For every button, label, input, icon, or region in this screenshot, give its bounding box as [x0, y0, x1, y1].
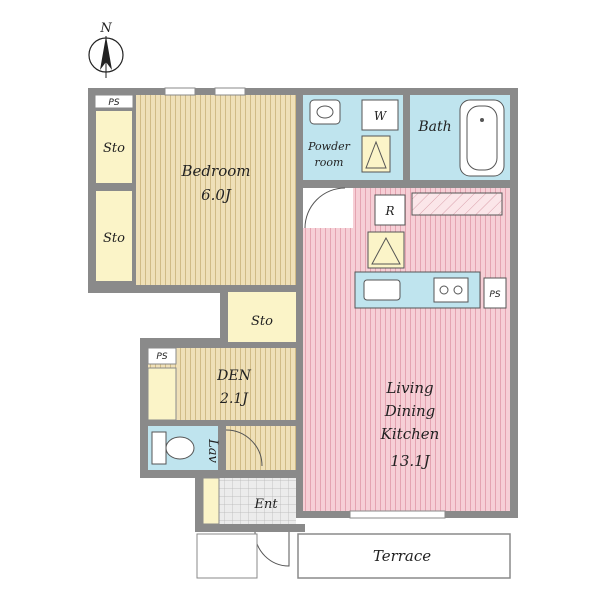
compass: N [88, 21, 124, 78]
den-label: DEN [216, 368, 251, 384]
hall-floor [226, 426, 296, 470]
ps-den-label: PS [156, 352, 167, 362]
ps-kitchen-label: PS [489, 290, 500, 300]
bathtub-drain-icon [480, 118, 484, 122]
bedroom-window-2 [214, 87, 246, 96]
refrigerator-space [374, 194, 406, 226]
ps-top-box [94, 94, 134, 109]
powder-storage-triangle-icon [365, 140, 387, 169]
entry-door-swing [254, 531, 290, 567]
ldk-label-1: Living [385, 379, 433, 397]
bedroom-size: 6.0J [201, 186, 232, 204]
closet-sto-3 [228, 292, 296, 342]
powder-room-label-1: Powder [307, 140, 351, 153]
sto-1-label: Sto [103, 141, 125, 156]
toilet-bowl-icon [165, 436, 195, 460]
bedroom-label: Bedroom [181, 162, 251, 180]
washer-label: W [374, 109, 388, 123]
kitchen-shelf [411, 192, 503, 216]
lav-door-swing [225, 429, 263, 467]
basin-bowl-icon [316, 105, 334, 119]
ldk-label-3: Kitchen [380, 425, 440, 443]
bedroom-window-1 [164, 87, 196, 96]
entry-porch [196, 533, 258, 579]
sto-3-label: Sto [251, 314, 273, 329]
burner-1-icon [439, 285, 449, 295]
ps-top-label: PS [108, 98, 119, 108]
ps-kitchen-box [483, 277, 507, 309]
ldk-floor [303, 188, 510, 511]
toilet-tank-icon [151, 431, 167, 465]
burner-2-icon [453, 285, 463, 295]
bathtub-inner [466, 105, 498, 171]
washbasin-icon [309, 99, 341, 125]
terrace-label: Terrace [373, 547, 431, 565]
den-size: 2.1J [219, 391, 249, 407]
bath-label: Bath [417, 119, 451, 135]
compass-north-label: N [99, 21, 112, 36]
powder-room-label-2: room [315, 156, 344, 169]
ldk-size: 13.1J [390, 452, 430, 470]
closet-sto-1 [94, 109, 134, 185]
ldk-window [349, 510, 446, 519]
den-closet [147, 367, 177, 421]
sto-2-label: Sto [103, 231, 125, 246]
ldk-door-swing [304, 187, 346, 229]
bedroom-floor [136, 95, 296, 285]
washer-space [361, 99, 399, 131]
entrance-label: Ent [253, 497, 278, 512]
refrigerator-label: R [384, 204, 394, 218]
closet-sto-2 [94, 189, 134, 283]
stove-icon [433, 277, 469, 303]
pantry-triangle-icon [371, 236, 401, 265]
ldk-label-2: Dining [384, 402, 436, 420]
bathtub-icon [459, 99, 505, 177]
sink-icon [363, 279, 401, 301]
lav-label: Lav [205, 438, 220, 463]
ldk-entry-area [303, 188, 353, 228]
ps-den-box [147, 347, 177, 365]
terrace [297, 533, 511, 579]
shoe-closet [202, 477, 220, 525]
